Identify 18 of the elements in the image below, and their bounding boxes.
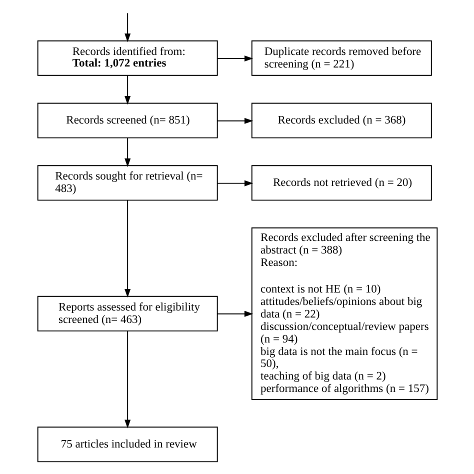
node-box: Records not retrieved (n = 20) bbox=[250, 165, 432, 201]
arrow bbox=[216, 180, 253, 186]
node-box: Records excluded after screening the abstract (n = 388) Reason: context is not HE (n = 10) attitudes/beliefs/opinions about big data (n = 22) discussion/conceptual/review papers (n = 94) big data is not the main focus (n = 50), teaching of big data (n = 2) performance of algorithms (n = 157) bbox=[250, 227, 438, 400]
node-box: Records excluded (n = 368) bbox=[250, 102, 432, 138]
arrow bbox=[124, 330, 130, 428]
node-box: 75 articles included in review bbox=[36, 426, 218, 462]
arrow bbox=[216, 310, 253, 317]
arrow bbox=[124, 137, 130, 168]
node-box: Duplicate records removed before screening (n = 221) bbox=[250, 40, 432, 76]
node-box: Records screened (n= 851) bbox=[36, 102, 218, 138]
node-box: Records sought for retrieval (n= 483) bbox=[36, 165, 218, 201]
arrow bbox=[124, 200, 130, 298]
arrow bbox=[216, 55, 253, 62]
node-box: Records identified from: Total: 1,072 entries bbox=[36, 40, 218, 76]
arrow bbox=[124, 75, 130, 105]
node-box: Reports assessed for eligibility screened (n= 463) bbox=[36, 296, 218, 332]
arrow bbox=[216, 118, 253, 124]
arrow bbox=[124, 12, 130, 42]
